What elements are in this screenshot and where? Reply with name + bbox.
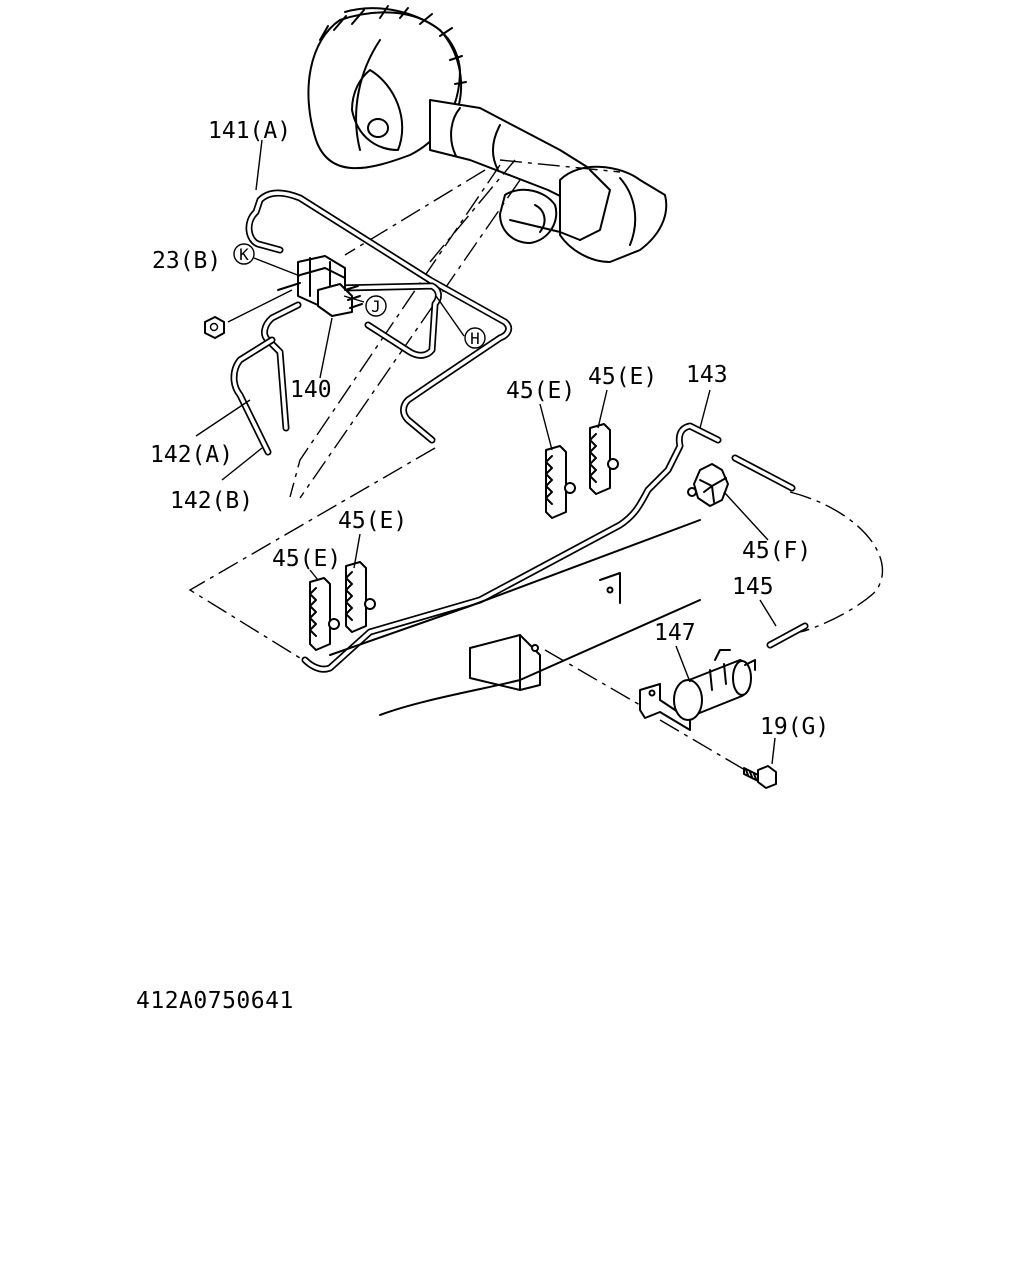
circled-ref-h: H xyxy=(464,327,486,349)
label-142b: 142(B) xyxy=(170,488,253,514)
label-142a: 142(A) xyxy=(150,442,233,468)
svg-text:J: J xyxy=(371,297,381,316)
frame-rail xyxy=(329,519,701,716)
label-45e-2: 45(E) xyxy=(588,364,657,390)
circled-ref-k: K xyxy=(233,243,255,265)
label-45f: 45(F) xyxy=(742,538,811,564)
bracket-valve-147 xyxy=(639,649,756,731)
nut-23b xyxy=(204,316,225,339)
brake-pipes xyxy=(230,189,809,673)
clip-45e-4 xyxy=(309,577,340,651)
svg-text:K: K xyxy=(239,245,249,264)
circled-ref-j: J xyxy=(365,295,387,317)
label-19g: 19(G) xyxy=(760,714,829,740)
label-45e-1: 45(E) xyxy=(506,378,575,404)
axle-assembly xyxy=(307,5,668,263)
label-147: 147 xyxy=(654,620,696,646)
label-23b: 23(B) xyxy=(152,248,221,274)
bolt-19g xyxy=(743,765,777,789)
label-145: 145 xyxy=(732,574,774,600)
callout-leaders xyxy=(195,139,777,765)
label-45e-3: 45(E) xyxy=(338,508,407,534)
clip-45e-3 xyxy=(345,561,376,633)
clip-45e-2 xyxy=(589,423,619,495)
label-143: 143 xyxy=(686,362,728,388)
clip-45e-1 xyxy=(545,445,576,519)
clip-45f xyxy=(687,463,729,507)
leader-lines xyxy=(188,159,884,771)
label-140: 140 xyxy=(290,377,332,403)
junction-block-140 xyxy=(277,255,363,317)
label-45e-4: 45(E) xyxy=(272,546,341,572)
svg-text:H: H xyxy=(470,329,480,348)
label-141a: 141(A) xyxy=(208,118,291,144)
figure-code: 412A0750641 xyxy=(136,988,294,1014)
